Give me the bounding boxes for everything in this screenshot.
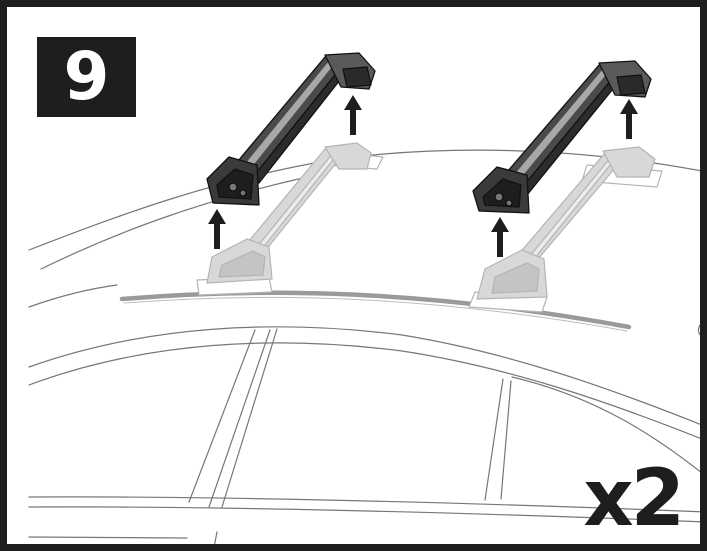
up-arrow-icon xyxy=(491,217,509,257)
ghost-roof-bar-left xyxy=(196,142,384,296)
up-arrow-icon xyxy=(208,209,226,249)
car-roof-illustration xyxy=(28,52,700,544)
quantity-label: x2 xyxy=(583,454,685,544)
ghost-roof-bar-right xyxy=(468,146,663,313)
car-body xyxy=(28,149,700,544)
up-arrow-icon xyxy=(620,99,638,139)
lifted-roof-bar-left xyxy=(206,52,376,206)
lift-arrows xyxy=(208,95,638,257)
lifted-roof-bar-right xyxy=(472,60,652,214)
step-number-badge: 9 xyxy=(37,37,136,117)
up-arrow-icon xyxy=(344,95,362,135)
